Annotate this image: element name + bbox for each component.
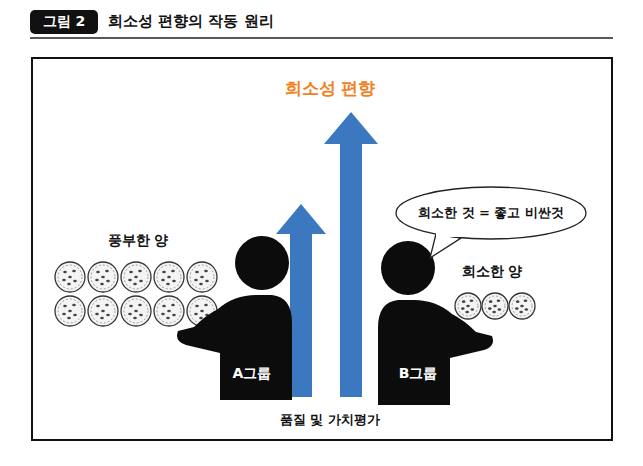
cookie <box>187 262 217 292</box>
frame <box>32 58 612 440</box>
tall-arrow <box>324 112 378 397</box>
figure-title: 희소성 편향의 작동 원리 <box>108 12 274 31</box>
axis-label: 품질 및 가치평가 <box>280 411 380 429</box>
cookie <box>55 262 85 292</box>
cookie <box>455 293 481 319</box>
cookies <box>55 262 535 326</box>
cookie <box>509 293 535 319</box>
person-figure: A그룹 <box>172 235 294 400</box>
bubble-text: 희소한 것 = 좋고 비싼것 <box>418 204 564 222</box>
amount-label: 희소한 양 <box>462 263 523 281</box>
main-label: 희소성 편향 <box>285 77 376 100</box>
title-rule <box>30 37 613 39</box>
group-label: B그룹 <box>399 365 438 383</box>
cookie <box>88 296 118 326</box>
cookie <box>88 262 118 292</box>
group-label: A그룹 <box>233 365 272 383</box>
badge-label: 그림 2 <box>43 13 86 31</box>
cookie <box>121 262 151 292</box>
figure-badge: 그림 2 <box>30 10 98 34</box>
cookie <box>154 296 184 326</box>
cookie <box>154 262 184 292</box>
amount-label: 풍부한 양 <box>108 232 169 250</box>
speech-bubble: 희소한 것 = 좋고 비싼것 <box>395 186 587 240</box>
cookie <box>482 293 508 319</box>
cookie <box>55 296 85 326</box>
cookie <box>121 296 151 326</box>
